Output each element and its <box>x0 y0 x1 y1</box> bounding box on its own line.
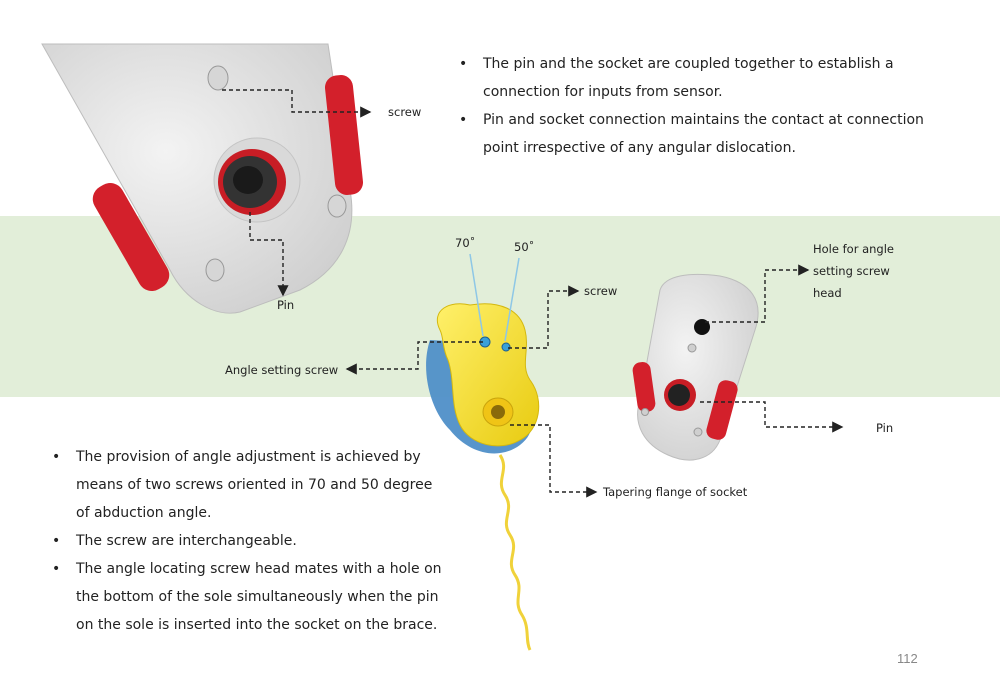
label-pin-top: Pin <box>277 298 295 312</box>
leader-angle-setting-screw <box>345 341 483 375</box>
label-tapering-flange: Tapering flange of socket <box>603 485 748 499</box>
label-angle-70: 70˚ <box>455 236 476 250</box>
leader-pin-right <box>700 401 844 433</box>
label-screw-mid: screw <box>584 284 618 298</box>
bottom-bullet-item: The screw are interchangeable. <box>52 527 447 555</box>
leader-screw-top <box>222 89 372 118</box>
top-bullet-list: The pin and the socket are coupled toget… <box>459 50 959 162</box>
page-number: 112 <box>897 651 918 666</box>
leader-hole-for-angle <box>705 264 810 323</box>
top-bullet-item: The pin and the socket are coupled toget… <box>459 50 959 106</box>
sole-bottom-illustration <box>632 273 759 461</box>
label-pin-right: Pin <box>876 421 894 435</box>
label-hole-for-angle: Hole for angle setting screw head <box>813 242 894 300</box>
label-angle-50: 50˚ <box>514 240 535 254</box>
sole-closeup-illustration <box>41 43 364 314</box>
leader-screw-mid <box>508 285 580 349</box>
bottom-bullet-item: The provision of angle adjustment is ach… <box>52 443 447 527</box>
bottom-bullet-list: The provision of angle adjustment is ach… <box>52 443 447 639</box>
label-angle-setting-screw: Angle setting screw <box>225 363 339 377</box>
leader-pin-top <box>249 212 289 297</box>
bottom-bullet-item: The angle locating screw head mates with… <box>52 555 447 639</box>
top-bullet-item: Pin and socket connection maintains the … <box>459 106 959 162</box>
label-screw-top: screw <box>388 105 422 119</box>
leader-tapering-flange <box>510 424 598 498</box>
brace-illustration <box>426 253 540 651</box>
